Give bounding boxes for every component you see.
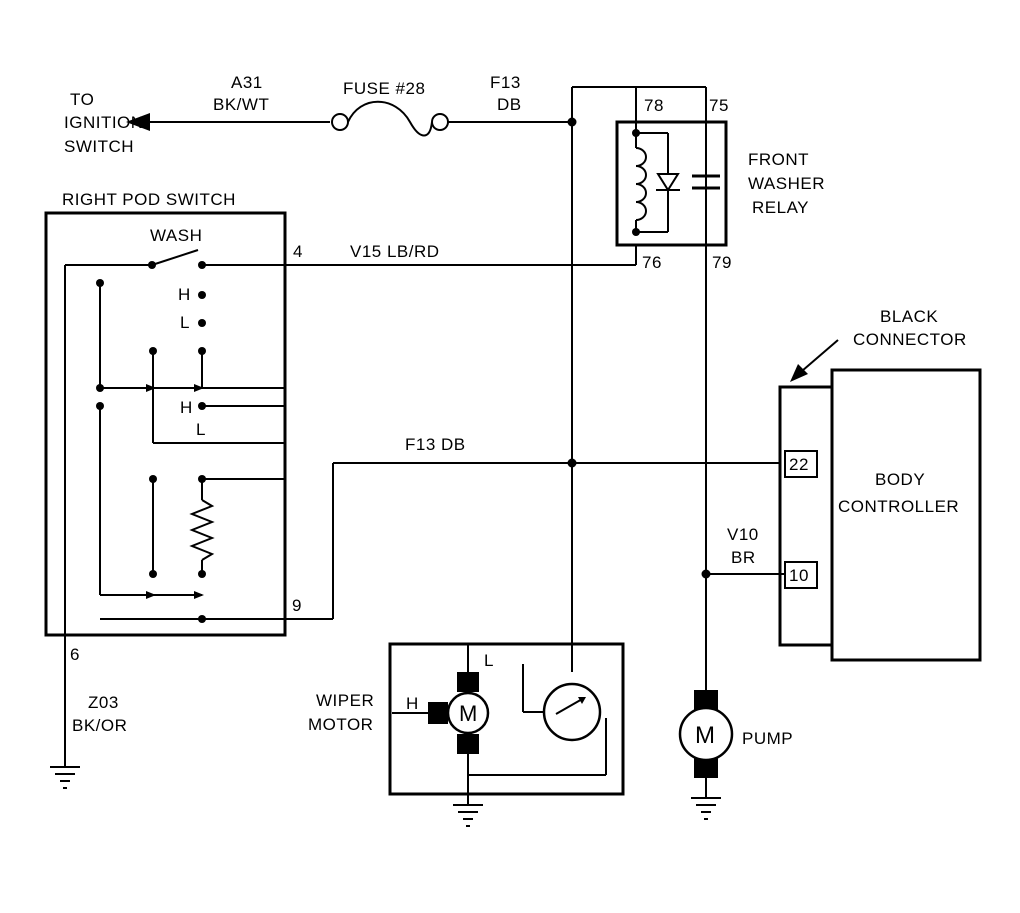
h2-label: H <box>180 398 193 417</box>
l2-label: L <box>196 420 206 439</box>
pin-9-label: 9 <box>292 596 302 615</box>
f13-bus-wire <box>567 86 711 710</box>
motor-h-label: H <box>406 694 419 713</box>
body-label: BODY <box>875 470 925 489</box>
pin-4-label: 4 <box>293 242 303 261</box>
pin-79-label: 79 <box>712 253 732 272</box>
db-top-label: DB <box>497 95 522 114</box>
resistor-icon <box>189 499 215 561</box>
wiper-motor <box>388 642 625 827</box>
relay-label: RELAY <box>752 198 809 217</box>
connector-label: CONNECTOR <box>853 330 967 349</box>
ignition-feed-wire <box>126 100 572 137</box>
pin-6-label: 6 <box>70 645 80 664</box>
pump-motor-icon <box>678 706 734 762</box>
right-pod-switch <box>44 211 287 637</box>
v10-label: V10 <box>727 525 759 544</box>
f13-mid-wire <box>285 462 780 620</box>
ignition-label: IGNITION <box>64 113 144 132</box>
switch-label: SWITCH <box>64 137 134 156</box>
controller-label: CONTROLLER <box>838 497 959 516</box>
wash-label: WASH <box>150 226 202 245</box>
washer-label: WASHER <box>748 174 825 193</box>
wiper-label: WIPER <box>316 691 374 710</box>
h1-label: H <box>178 285 191 304</box>
bk-wt-label: BK/WT <box>213 95 269 114</box>
body-controller <box>706 339 982 662</box>
right-pod-switch-label: RIGHT POD SWITCH <box>62 190 236 209</box>
z03-label: Z03 <box>88 693 119 712</box>
front-washer-relay <box>615 120 728 265</box>
pin-78-label: 78 <box>644 96 664 115</box>
motor-l-label: L <box>484 651 494 670</box>
fuse-label: FUSE #28 <box>343 79 425 98</box>
m-pump-label: M <box>695 722 716 749</box>
diode-icon <box>656 173 680 192</box>
pump-label: PUMP <box>742 729 793 748</box>
switch-ground <box>50 635 80 789</box>
f13-top-label: F13 <box>490 73 521 92</box>
f13-db-mid-label: F13 DB <box>405 435 466 454</box>
washer-pump <box>678 690 734 820</box>
pin-75-label: 75 <box>709 96 729 115</box>
to-label: TO <box>70 90 94 109</box>
m-wiper-label: M <box>459 701 478 726</box>
pin-22-label: 22 <box>789 455 809 474</box>
br-label: BR <box>731 548 756 567</box>
front-label: FRONT <box>748 150 809 169</box>
l1-label: L <box>180 313 190 332</box>
v15-label: V15 LB/RD <box>350 242 440 261</box>
pin-10-label: 10 <box>789 566 809 585</box>
pin-76-label: 76 <box>642 253 662 272</box>
bk-or-label: BK/OR <box>72 716 127 735</box>
black-label: BLACK <box>880 307 938 326</box>
a31-label: A31 <box>231 73 263 92</box>
motor-label: MOTOR <box>308 715 373 734</box>
